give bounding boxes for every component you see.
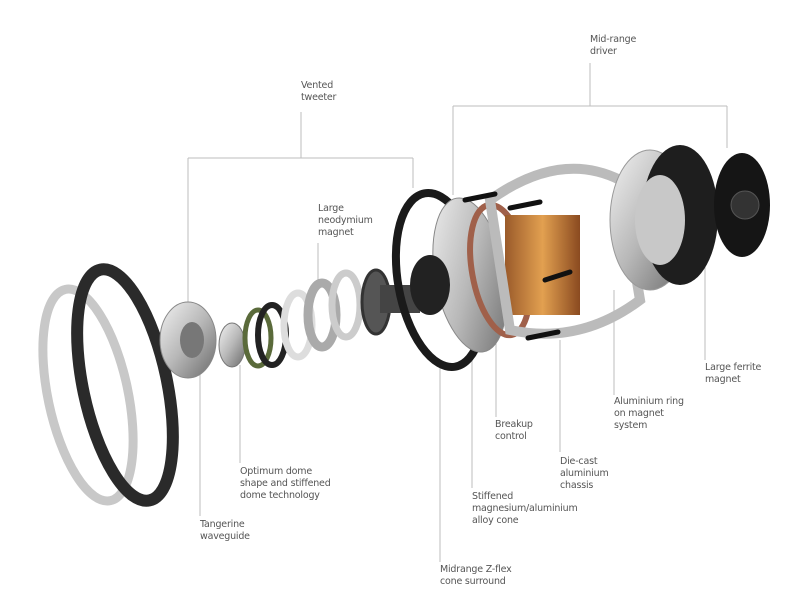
label-dome-shape: Optimum dome shape and stiffened dome te… (240, 466, 331, 501)
label-aluminium-ring: Aluminium ring on magnet system (614, 396, 684, 431)
label-breakup-control: Breakup control (495, 419, 533, 442)
front-trim-ring (38, 284, 138, 506)
label-tangerine-waveguide: Tangerine waveguide (200, 519, 250, 542)
label-zflex-surround: Midrange Z-flex cone surround (440, 564, 512, 587)
tweeter-dome (218, 322, 246, 368)
leader-lines (187, 63, 728, 562)
dome-surround (242, 307, 274, 369)
front-mount-ring (71, 263, 179, 507)
label-midrange-driver: Mid-range driver (590, 34, 637, 57)
label-diecast-chassis: Die-cast aluminium chassis (560, 456, 609, 491)
label-neodymium-magnet: Large neodymium magnet (318, 203, 373, 238)
voice-coil (505, 215, 580, 315)
label-stiffened-cone: Stiffened magnesium/aluminium alloy cone (472, 491, 578, 526)
label-vented-tweeter: Vented tweeter (301, 80, 337, 103)
label-ferrite-magnet: Large ferrite magnet (705, 362, 762, 385)
